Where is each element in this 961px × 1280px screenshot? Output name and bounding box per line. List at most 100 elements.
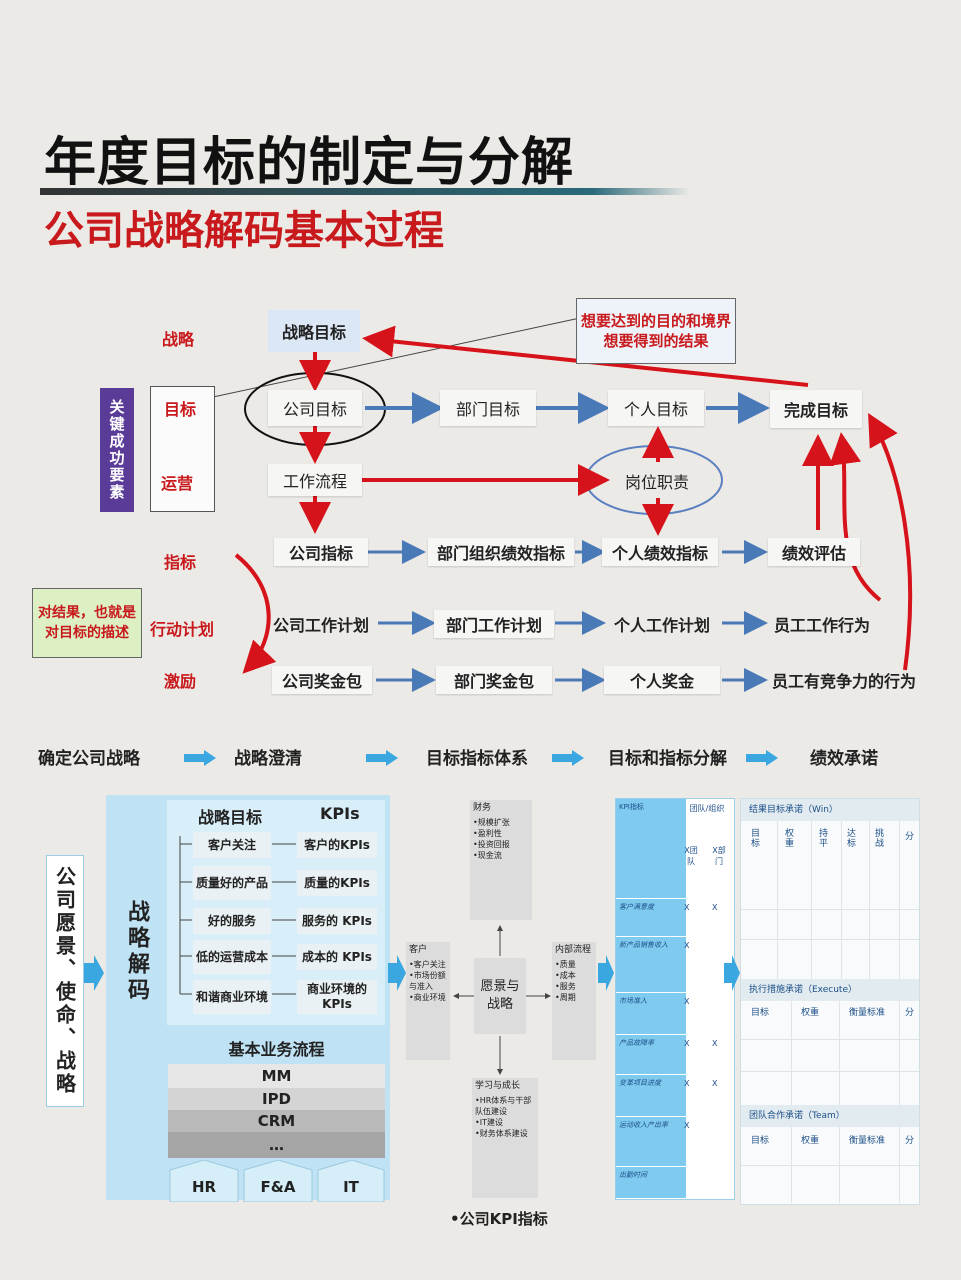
bsc-arrows: [453, 925, 551, 1075]
support-shapes: [169, 1160, 385, 1202]
purpose-note: 想要达到的目的和境界想要得到的结果: [576, 298, 736, 364]
arrow-right-icon: [724, 955, 740, 991]
page-title: 年度目标的制定与分解: [44, 133, 575, 193]
step-arrow-icon: [366, 750, 398, 766]
kpi-item: 客户的KPIs: [297, 832, 377, 858]
vision-box: 公司愿景、使命、战略: [46, 855, 84, 1107]
step-arrow-icon: [552, 750, 584, 766]
ksf-label: 关键成功要素: [100, 388, 134, 512]
team-col: 衡量标准: [849, 1136, 886, 1146]
step-arrow-icon: [184, 750, 216, 766]
support-hr: HR: [191, 1178, 217, 1196]
kpi-item: 服务的 KPIs: [297, 908, 377, 934]
label-operation: 运营: [161, 474, 194, 493]
label-goal: 目标: [164, 400, 197, 419]
step-5: 绩效承诺: [810, 749, 878, 769]
kpi-mark: X: [684, 1121, 690, 1130]
kpi-row-label: 出勤时间: [616, 1167, 686, 1199]
process-title: 基本业务流程: [228, 1040, 325, 1059]
row2-personal: 个人工作计划: [613, 616, 710, 635]
learning-box: 学习与成长 •HR体系与干部队伍建设•IT建设 •财务体系建设: [472, 1078, 538, 1198]
internal-process-box: 内部流程 •质量•成本 •服务•周期: [552, 942, 596, 1060]
kpi-item: 成本的 KPIs: [297, 944, 377, 970]
team-header: 团队/组织: [689, 804, 725, 813]
kpi-mark: X: [684, 997, 690, 1006]
header-kpis: KPIs: [320, 804, 360, 823]
team-col: 目标: [751, 1136, 770, 1146]
arrow-right-icon: [598, 955, 614, 991]
process-crm: CRM: [168, 1110, 385, 1132]
flow-arrows: [212, 317, 913, 692]
row1-company: 公司指标: [274, 538, 368, 566]
label-incentive: 激励: [164, 672, 197, 691]
row2-result: 员工工作行为: [773, 616, 870, 635]
kpi-caption: •公司KPI指标: [450, 1210, 548, 1228]
kpi-item: 质量的KPIs: [297, 870, 377, 896]
strategic-goal-box: 战略目标: [268, 310, 360, 352]
header-strategic-goal: 战略目标: [198, 808, 263, 827]
kpi-table-header: KPI指标: [616, 799, 686, 899]
row1-personal: 个人绩效指标: [602, 538, 718, 566]
arrow-right-icon: [84, 955, 104, 991]
sub-dept: X部门: [712, 846, 726, 866]
process-mm: MM: [168, 1064, 385, 1088]
support-it: IT: [343, 1178, 359, 1196]
connector-lines: [179, 836, 296, 995]
title-underline: [40, 188, 690, 195]
win-header: 结果目标承诺（Win）: [741, 799, 919, 821]
row3-personal: 个人奖金: [604, 666, 720, 694]
vision-strategy-box: 愿景与战略: [474, 958, 526, 1034]
step-3: 目标指标体系: [426, 749, 528, 769]
workflow-box: 工作流程: [268, 464, 362, 496]
page-subtitle: 公司战略解码基本过程: [44, 208, 444, 254]
row1-result: 绩效评估: [768, 538, 860, 566]
kpi-mark: X: [712, 1079, 718, 1088]
commitment-table: 结果目标承诺（Win） 目标 权重 持平 达标 挑战 分 执行措施承诺（Exec…: [740, 798, 920, 1205]
kpi-table: KPI指标 团队/组织 X团队 X部门 客户满意度 X X 新产品销售收入 X …: [615, 798, 735, 1200]
kpi-row-label: 客户满意度: [616, 899, 686, 937]
kpi-mark: X: [712, 903, 718, 912]
kpi-mark: X: [684, 941, 690, 950]
process-more: …: [168, 1132, 385, 1158]
kpi-mark: X: [684, 1079, 690, 1088]
win-col: 目标: [751, 829, 761, 849]
team-col: 分: [905, 1136, 915, 1146]
support-fa: F&A: [260, 1178, 296, 1196]
row1-dept: 部门组织绩效指标: [428, 538, 574, 566]
label-strategy: 战略: [162, 330, 195, 349]
company-goal-box: 公司目标: [268, 390, 362, 426]
kpi-mark: X: [684, 1039, 690, 1048]
goal-item: 和谐商业环境: [193, 980, 271, 1014]
label-action-plan: 行动计划: [150, 620, 215, 639]
result-description-note: 对结果，也就是对目标的描述: [32, 588, 142, 658]
row3-result: 员工有竞争力的行为: [771, 672, 916, 691]
step-arrow-icon: [746, 750, 778, 766]
row3-company: 公司奖金包: [272, 666, 372, 694]
win-col: 持平: [819, 829, 829, 849]
customer-box: 客户 •客户关注•市场份额与准入 •商业环境: [406, 942, 450, 1060]
kpi-row-label: 运动收入产出率: [616, 1117, 686, 1167]
step-4: 目标和指标分解: [608, 749, 727, 769]
sub-team: X团队: [684, 846, 698, 866]
row3-dept: 部门奖金包: [436, 666, 552, 694]
label-indicator: 指标: [164, 553, 197, 572]
goal-item: 低的运营成本: [193, 940, 271, 974]
kpi-row-label: 市场准入: [616, 993, 686, 1035]
goal-item: 客户关注: [193, 832, 271, 858]
goal-item: 质量好的产品: [193, 866, 271, 900]
step-2: 战略澄清: [234, 749, 302, 769]
kpi-item: 商业环境的KPIs: [297, 980, 377, 1014]
ksf-frame: [150, 386, 215, 512]
kpi-row-label: 产品故障率: [616, 1035, 686, 1075]
execute-col: 目标: [751, 1008, 770, 1018]
complete-goal-box: 完成目标: [770, 390, 862, 428]
execute-col: 衡量标准: [849, 1008, 886, 1018]
win-col: 权重: [785, 829, 795, 849]
win-col: 达标: [847, 829, 857, 849]
decode-title: 战略解码: [124, 900, 149, 1004]
kpi-mark: X: [684, 903, 690, 912]
team-col: 权重: [801, 1136, 820, 1146]
kpi-mark: X: [712, 1039, 718, 1048]
job-duty-box: 岗位职责: [624, 473, 689, 492]
arrow-right-icon: [388, 955, 406, 991]
